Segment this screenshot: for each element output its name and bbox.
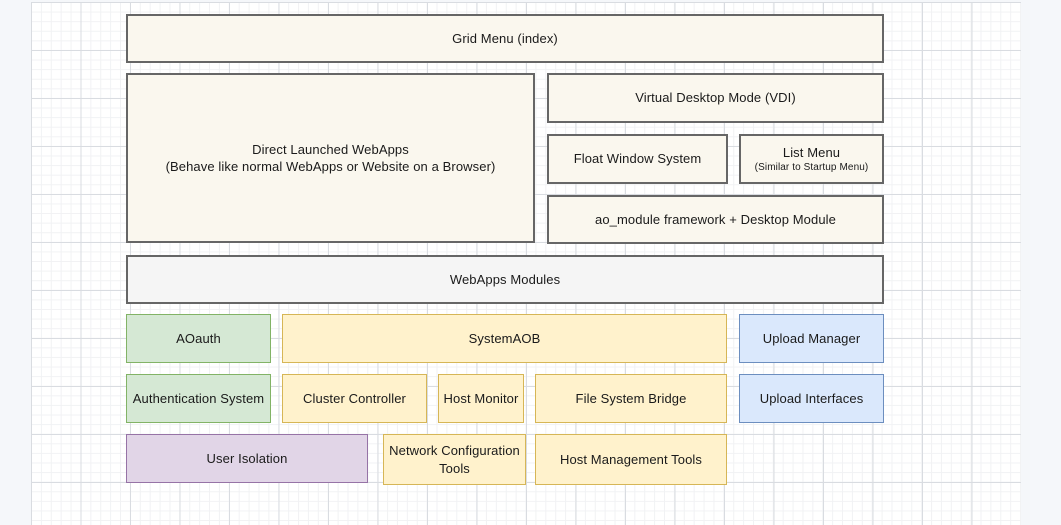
node-direct-launched-webapps-sublabel: (Behave like normal WebApps or Website o…	[166, 158, 496, 175]
node-upload-interfaces-label: Upload Interfaces	[760, 390, 864, 407]
node-cluster-controller[interactable]: Cluster Controller	[282, 374, 427, 423]
node-upload-manager[interactable]: Upload Manager	[739, 314, 884, 363]
node-aoauth-label: AOauth	[176, 330, 221, 347]
node-virtual-desktop-mode[interactable]: Virtual Desktop Mode (VDI)	[547, 73, 884, 123]
node-network-configuration-tools[interactable]: Network Configuration Tools	[383, 434, 526, 485]
node-aoauth[interactable]: AOauth	[126, 314, 271, 363]
node-grid-menu-label: Grid Menu (index)	[452, 30, 558, 47]
node-list-menu-sublabel: (Similar to Startup Menu)	[755, 161, 869, 174]
node-authentication-system[interactable]: Authentication System	[126, 374, 271, 423]
node-host-management-tools-label: Host Management Tools	[560, 451, 702, 468]
node-file-system-bridge-label: File System Bridge	[576, 390, 687, 407]
node-cluster-controller-label: Cluster Controller	[303, 390, 406, 407]
node-webapps-modules-label: WebApps Modules	[450, 271, 560, 288]
node-upload-interfaces[interactable]: Upload Interfaces	[739, 374, 884, 423]
node-host-monitor[interactable]: Host Monitor	[438, 374, 524, 423]
node-direct-launched-webapps[interactable]: Direct Launched WebApps (Behave like nor…	[126, 73, 535, 243]
node-network-configuration-tools-label: Network Configuration Tools	[388, 442, 521, 476]
node-list-menu[interactable]: List Menu (Similar to Startup Menu)	[739, 134, 884, 184]
node-grid-menu[interactable]: Grid Menu (index)	[126, 14, 884, 63]
node-float-window-system-label: Float Window System	[574, 150, 702, 167]
node-file-system-bridge[interactable]: File System Bridge	[535, 374, 727, 423]
node-user-isolation[interactable]: User Isolation	[126, 434, 368, 483]
node-host-management-tools[interactable]: Host Management Tools	[535, 434, 727, 485]
node-float-window-system[interactable]: Float Window System	[547, 134, 728, 184]
node-ao-module-framework[interactable]: ao_module framework + Desktop Module	[547, 195, 884, 244]
node-authentication-system-label: Authentication System	[133, 390, 264, 407]
node-webapps-modules[interactable]: WebApps Modules	[126, 255, 884, 304]
node-virtual-desktop-mode-label: Virtual Desktop Mode (VDI)	[635, 89, 796, 106]
node-system-aob[interactable]: SystemAOB	[282, 314, 727, 363]
node-direct-launched-webapps-label: Direct Launched WebApps	[166, 141, 496, 158]
node-user-isolation-label: User Isolation	[207, 450, 288, 467]
node-system-aob-label: SystemAOB	[469, 330, 541, 347]
node-host-monitor-label: Host Monitor	[444, 390, 519, 407]
node-list-menu-label: List Menu	[755, 144, 869, 161]
node-upload-manager-label: Upload Manager	[763, 330, 861, 347]
node-ao-module-framework-label: ao_module framework + Desktop Module	[595, 211, 836, 228]
